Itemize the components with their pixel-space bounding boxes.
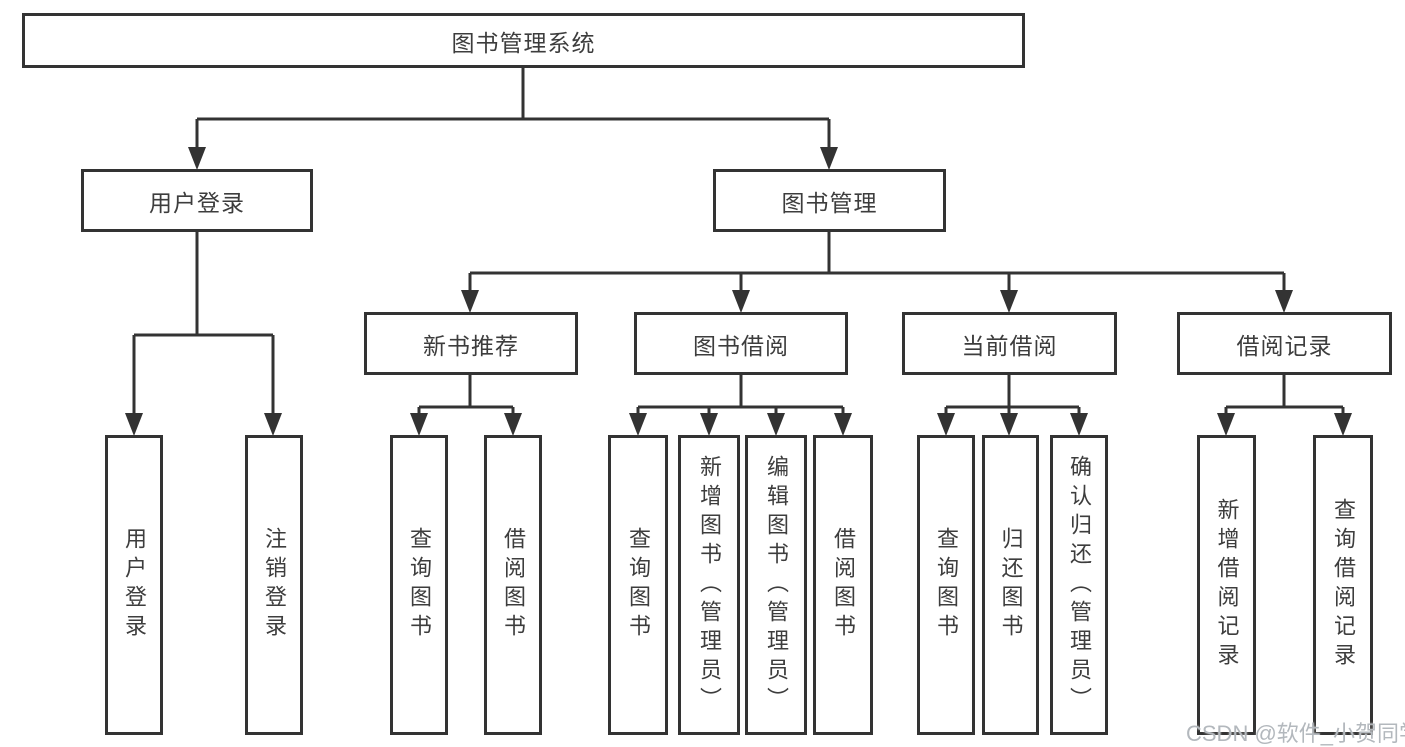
- arrowhead-icon: [937, 413, 955, 436]
- arrowhead-icon: [732, 290, 750, 313]
- arrowhead-icon: [629, 413, 647, 436]
- leaf-confirm-return-admin: 确认归还（管理员）: [1050, 435, 1108, 735]
- node-borrow-records: 借阅记录: [1177, 312, 1392, 375]
- arrowhead-icon: [504, 413, 522, 436]
- arrowhead-icon: [1275, 290, 1293, 313]
- leaf-edit-book-admin: 编辑图书（管理员）: [745, 435, 807, 735]
- node-label: 新增借阅记录: [1214, 498, 1240, 672]
- node-current-borrow: 当前借阅: [902, 312, 1117, 375]
- leaf-query-borrow-record: 查询借阅记录: [1313, 435, 1373, 735]
- leaf-borrow-books: 借阅图书: [813, 435, 873, 735]
- arrowhead-icon: [410, 413, 428, 436]
- arrowhead-icon: [1000, 413, 1018, 436]
- arrowhead-icon: [700, 413, 718, 436]
- leaf-query-books-recommend: 查询图书: [390, 435, 448, 735]
- connector-book-borrow: [636, 375, 845, 416]
- connector-user-login: [132, 232, 275, 416]
- node-label: 注销登录: [262, 527, 287, 643]
- connector-borrow-records: [1224, 375, 1345, 416]
- arrowhead-icon: [1334, 413, 1352, 436]
- node-new-book-recommend: 新书推荐: [364, 312, 578, 375]
- arrowhead-icon: [1070, 413, 1088, 436]
- node-label: 查询借阅记录: [1331, 498, 1356, 672]
- connector-book-management: [468, 232, 1286, 293]
- node-user-login: 用户登录: [81, 169, 313, 232]
- leaf-return-book: 归还图书: [982, 435, 1039, 735]
- node-label: 借阅图书: [831, 527, 856, 643]
- arrowhead-icon: [125, 413, 143, 436]
- connector-new-book-recommend: [417, 375, 515, 416]
- arrowhead-icon: [188, 147, 206, 170]
- leaf-borrow-books-recommend: 借阅图书: [484, 435, 542, 735]
- node-label: 图书借阅: [693, 332, 789, 359]
- csdn-watermark: CSDN @软件_小贺同学: [1186, 721, 1405, 746]
- node-label: 确认归还（管理员）: [1067, 454, 1092, 716]
- node-label: 查询图书: [934, 527, 959, 643]
- leaf-query-books-current: 查询图书: [917, 435, 975, 735]
- leaf-query-books-borrow: 查询图书: [608, 435, 668, 735]
- arrowhead-icon: [767, 413, 785, 436]
- node-label: 新书推荐: [423, 332, 519, 359]
- arrowhead-icon: [461, 290, 479, 313]
- node-label: 图书管理: [781, 189, 878, 216]
- node-label: 用户登录: [122, 527, 147, 643]
- node-label: 编辑图书（管理员）: [764, 454, 789, 716]
- node-book-management: 图书管理: [713, 169, 946, 232]
- connector-current-borrow: [944, 375, 1081, 416]
- connector-root: [195, 68, 831, 150]
- node-label: 新增图书（管理员）: [697, 454, 722, 716]
- arrowhead-icon: [820, 147, 838, 170]
- leaf-logout: 注销登录: [245, 435, 303, 735]
- arrowhead-icon: [834, 413, 852, 436]
- node-label: 用户登录: [149, 189, 245, 216]
- node-label: 图书管理系统: [451, 29, 596, 56]
- node-label: 归还图书: [998, 527, 1024, 643]
- arrowhead-icon: [264, 413, 282, 436]
- node-book-borrow: 图书借阅: [634, 312, 848, 375]
- leaf-user-login: 用户登录: [105, 435, 163, 735]
- node-root: 图书管理系统: [22, 13, 1025, 68]
- node-label: 借阅图书: [501, 527, 526, 643]
- node-label: 借阅记录: [1236, 332, 1333, 359]
- arrowhead-icon: [1217, 413, 1235, 436]
- leaf-add-borrow-record: 新增借阅记录: [1197, 435, 1256, 735]
- node-label: 当前借阅: [961, 332, 1058, 359]
- arrowhead-icon: [1000, 290, 1018, 313]
- node-label: 查询图书: [407, 527, 432, 643]
- node-label: 查询图书: [626, 527, 651, 643]
- leaf-add-book-admin: 新增图书（管理员）: [678, 435, 740, 735]
